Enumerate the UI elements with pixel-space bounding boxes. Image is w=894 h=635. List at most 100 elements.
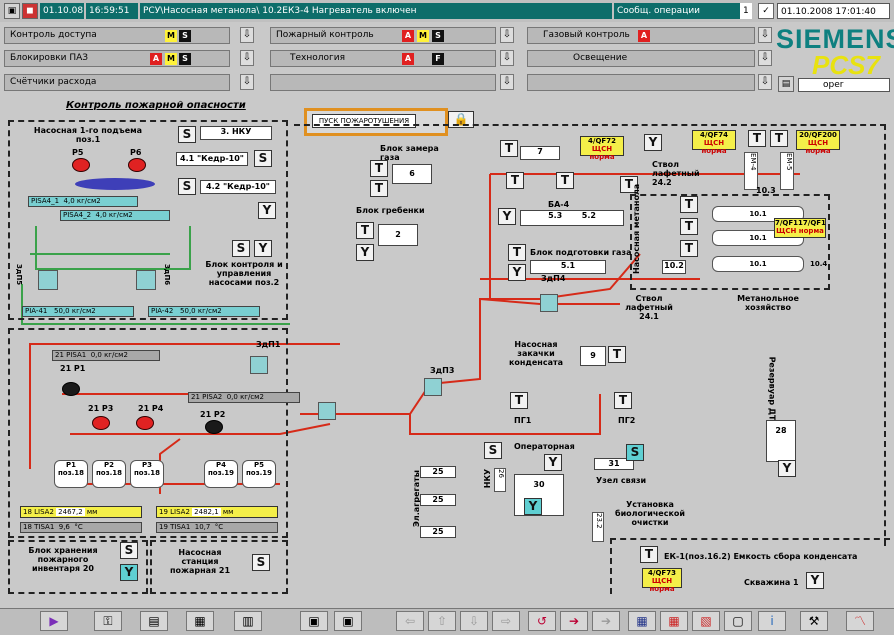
- valve-zd2[interactable]: [318, 402, 336, 420]
- well-y-button[interactable]: Y: [806, 572, 824, 589]
- pump-21p3[interactable]: [92, 416, 110, 430]
- valve-zd4[interactable]: [540, 294, 558, 312]
- gasprep-t-button[interactable]: T: [508, 244, 526, 261]
- sound-icon[interactable]: ▣: [4, 3, 20, 19]
- lisa19-tag[interactable]: 19 LISA2 2482,1 мм: [156, 506, 278, 518]
- pg2-button[interactable]: T: [614, 392, 632, 409]
- pump-ctrl-y-button[interactable]: Y: [254, 240, 272, 257]
- fire-nav-button[interactable]: ⇩: [500, 27, 514, 43]
- nku-button[interactable]: S: [178, 126, 196, 143]
- forward-icon[interactable]: ➔: [560, 611, 588, 631]
- counters-nav-button[interactable]: ⇩: [240, 74, 254, 90]
- alarm-ack-icon[interactable]: ▧: [692, 611, 720, 631]
- valve-zd5[interactable]: [38, 270, 58, 290]
- pisa1-tag[interactable]: 21 PISA1 0,0 кг/см2: [52, 350, 160, 361]
- comms-s-button[interactable]: S: [626, 444, 644, 461]
- print-icon[interactable]: ▦: [186, 611, 214, 631]
- pisa41-tag[interactable]: PISA4_1 4,0 кг/см2: [28, 196, 138, 207]
- meth-t3-button[interactable]: T: [680, 240, 698, 257]
- key-icon[interactable]: ⚿: [94, 611, 122, 631]
- block-nav-button[interactable]: ⇩: [240, 50, 254, 66]
- window-icon[interactable]: ▢: [724, 611, 752, 631]
- meth-t2-button[interactable]: T: [680, 218, 698, 235]
- area-counters[interactable]: Счётчики расхода: [4, 74, 230, 91]
- kedr-y-button[interactable]: Y: [258, 202, 276, 219]
- qf74-t-button[interactable]: T: [748, 130, 766, 147]
- arrow-left-icon[interactable]: ⇦: [396, 611, 424, 631]
- area-block[interactable]: Блокировки ПАЗ А М S: [4, 50, 230, 67]
- ba4-y-button[interactable]: Y: [498, 208, 516, 225]
- alarm-list-icon[interactable]: ▦: [660, 611, 688, 631]
- pg-t2-button[interactable]: T: [556, 172, 574, 189]
- arrow-up-icon[interactable]: ⇧: [428, 611, 456, 631]
- alarm-icon[interactable]: ◼: [22, 3, 38, 19]
- valve-zd3[interactable]: [424, 378, 442, 396]
- chart-icon[interactable]: ▥: [234, 611, 262, 631]
- undo-icon[interactable]: ↺: [528, 611, 556, 631]
- empty2-nav-button[interactable]: ⇩: [758, 74, 772, 90]
- arrow-down-icon[interactable]: ⇩: [460, 611, 488, 631]
- block7-t-button[interactable]: T: [500, 140, 518, 157]
- area-access[interactable]: Контроль доступа М S: [4, 27, 230, 44]
- comb-y-button[interactable]: Y: [356, 244, 374, 261]
- pia41-tag[interactable]: PIA-41 50,0 кг/см2: [22, 306, 134, 317]
- pg1-button[interactable]: T: [510, 392, 528, 409]
- gas-meter-t2-button[interactable]: T: [370, 180, 388, 197]
- pump-ctrl-s-button[interactable]: S: [232, 240, 250, 257]
- pisa42-tag[interactable]: PISA4_2 4,0 кг/см2: [60, 210, 170, 221]
- pump-21p1[interactable]: [62, 382, 80, 396]
- storage-y-button[interactable]: Y: [120, 564, 138, 581]
- area-gas[interactable]: Газовый контроль А: [527, 27, 755, 44]
- arrow-right-icon[interactable]: ⇨: [492, 611, 520, 631]
- access-nav-button[interactable]: ⇩: [240, 27, 254, 43]
- oper-y2-button[interactable]: Y: [524, 498, 542, 515]
- pump-21p2[interactable]: [205, 420, 223, 434]
- pump-21p4[interactable]: [136, 416, 154, 430]
- storage-s-button[interactable]: S: [120, 542, 138, 559]
- info-icon[interactable]: i: [758, 611, 786, 631]
- tisa18-tag[interactable]: 18 TISA1 9,6 °C: [20, 522, 142, 533]
- valve-zd6[interactable]: [136, 270, 156, 290]
- area-light[interactable]: Освещение: [527, 50, 755, 67]
- lock-button[interactable]: 🔒: [448, 111, 474, 128]
- area-empty-2[interactable]: [527, 74, 755, 91]
- empty1-nav-button[interactable]: ⇩: [500, 74, 514, 90]
- acknowledge-checkbox[interactable]: ✓: [758, 3, 774, 19]
- qf200-t-button[interactable]: T: [770, 130, 788, 147]
- reservoir-y-button[interactable]: Y: [778, 460, 796, 477]
- oper-s-button[interactable]: S: [484, 442, 502, 459]
- report-icon[interactable]: ▣: [300, 611, 328, 631]
- pg-t3-button[interactable]: T: [620, 176, 638, 193]
- kedr42-button[interactable]: S: [178, 178, 196, 195]
- oper-y-button[interactable]: Y: [544, 454, 562, 471]
- condensate-t-button[interactable]: T: [608, 346, 626, 363]
- page-icon[interactable]: ▤: [140, 611, 168, 631]
- kedr41-button[interactable]: S: [254, 150, 272, 167]
- tisa19-tag[interactable]: 19 TISA1 10,7 °C: [156, 522, 278, 533]
- printer-icon[interactable]: ▤: [778, 76, 794, 92]
- area-fire[interactable]: Пожарный контроль А М S: [270, 27, 496, 44]
- qf72-y-button[interactable]: Y: [644, 134, 662, 151]
- trend-icon[interactable]: 〽: [846, 611, 874, 631]
- area-tech[interactable]: Технология А F: [270, 50, 496, 67]
- tank-101c[interactable]: 10.1: [712, 256, 804, 272]
- pump-p5[interactable]: [72, 158, 90, 172]
- tech-nav-button[interactable]: ⇩: [500, 50, 514, 66]
- pia42-tag[interactable]: PIA-42 50,0 кг/см2: [148, 306, 260, 317]
- meth-t1-button[interactable]: T: [680, 196, 698, 213]
- grid-icon[interactable]: ▦: [628, 611, 656, 631]
- lisa18-tag[interactable]: 18 LISA2 2467,2 мм: [20, 506, 142, 518]
- tool-icon[interactable]: ⚒: [800, 611, 828, 631]
- comb-t-button[interactable]: T: [356, 222, 374, 239]
- valve-zd1[interactable]: [250, 356, 268, 374]
